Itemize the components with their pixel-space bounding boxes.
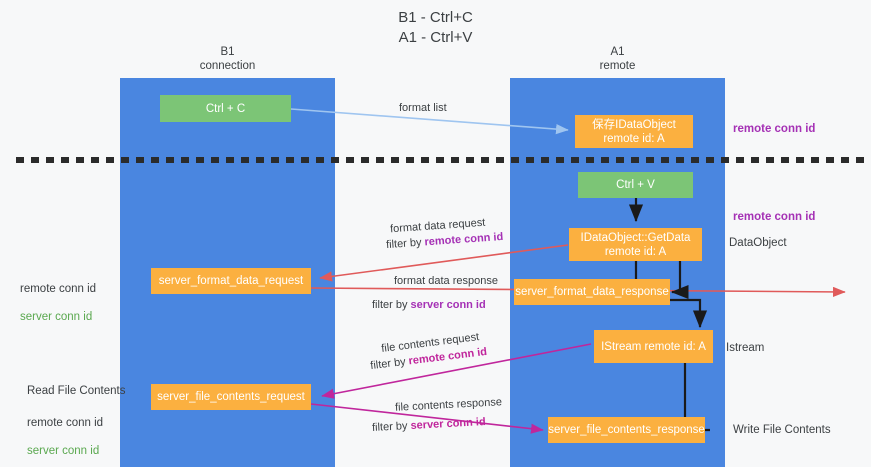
annotation-remote-conn-id-top: remote conn id	[733, 123, 816, 135]
edge-label-format-list: format list	[399, 102, 447, 114]
edge-label-format-data-response-filter: filter by server conn id	[372, 298, 486, 312]
filter-prefix-text: filter by	[371, 419, 411, 434]
node-server-file-contents-response[interactable]: server_file_contents_response	[548, 417, 705, 443]
filter-prefix-text: filter by	[385, 236, 425, 252]
swimlane-header-a1: A1 remote	[599, 46, 636, 72]
node-idataobject-getdata[interactable]: IDataObject::GetData remote id: A	[569, 228, 702, 261]
node-idataobject[interactable]: 保存IDataObject remote id: A	[575, 115, 693, 148]
annotation-server-conn-id-left-mid: server conn id	[20, 311, 93, 323]
annotation-write-file-contents: Write File Contents	[733, 424, 831, 436]
annotation-left-conn-ids-bottom: remote conn id server conn id	[27, 402, 103, 467]
node-server-file-contents-request[interactable]: server_file_contents_request	[151, 384, 311, 410]
filter-prefix-text: filter by	[372, 299, 411, 311]
annotation-dataobject: DataObject	[729, 237, 787, 249]
annotation-istream: Istream	[726, 342, 765, 354]
annotation-remote-conn-id-mid: remote conn id	[733, 211, 816, 223]
filter-value-server-conn-id: server conn id	[410, 299, 486, 311]
node-server-format-data-response[interactable]: server_format_data_response	[514, 279, 670, 305]
filter-value-remote-conn-id: remote conn id	[424, 230, 504, 249]
filter-value-server-conn-id: server conn id	[410, 416, 486, 432]
annotation-remote-conn-id-left-mid: remote conn id	[20, 283, 97, 295]
filter-prefix-text: filter by	[369, 355, 410, 373]
annotation-read-file-contents: Read File Contents	[27, 385, 126, 397]
node-istream[interactable]: IStream remote id: A	[594, 330, 713, 363]
edge-label-format-data-response: format data response	[394, 275, 498, 287]
edge-label-file-contents-response: file contents response	[394, 396, 503, 414]
annotation-remote-conn-id-left-bottom: remote conn id	[27, 417, 104, 429]
page-title: B1 - Ctrl+C A1 - Ctrl+V	[398, 9, 473, 46]
annotation-server-conn-id-left-bottom: server conn id	[27, 445, 100, 457]
annotation-left-conn-ids-mid: remote conn id server conn id	[20, 268, 96, 338]
node-ctrl-v[interactable]: Ctrl + V	[578, 172, 693, 198]
edge-label-file-contents-response-filter: filter by server conn id	[372, 415, 486, 435]
swimlane-header-b1: B1 connection	[199, 46, 256, 72]
node-server-format-data-request[interactable]: server_format_data_request	[151, 268, 311, 294]
node-ctrl-c[interactable]: Ctrl + C	[160, 95, 291, 122]
